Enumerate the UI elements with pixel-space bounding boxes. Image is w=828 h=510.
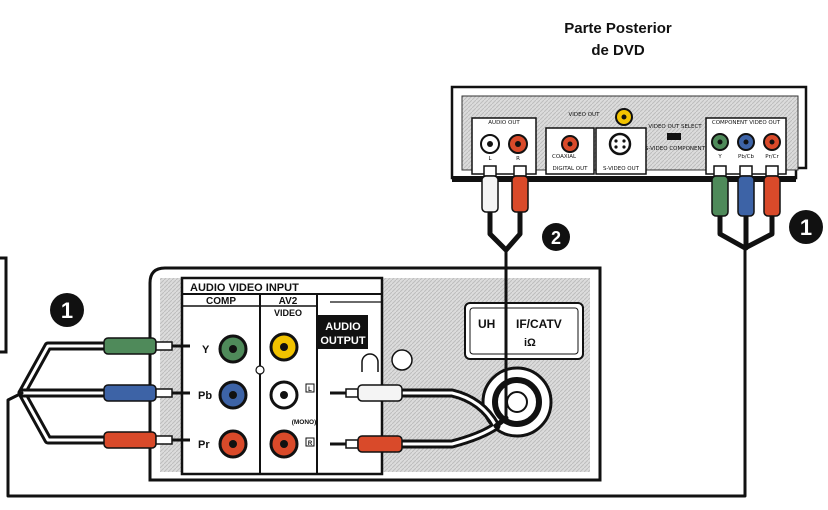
tv-component-pb-plug [103, 384, 190, 402]
tv-component-pr-jack [218, 429, 248, 459]
dvd-component-y-label: Y [717, 154, 722, 160]
tv-audio-output-jacks [330, 301, 413, 372]
dvd-video-out-label: VIDEO OUT [569, 112, 601, 118]
dvd-component-y-jack [711, 133, 729, 151]
step-marker-1-dvd-number: 1 [800, 215, 812, 240]
dvd-component-pr-plug [763, 165, 781, 217]
dvd-audio-out-label: AUDIO OUT [488, 120, 520, 126]
tv-video-label: VIDEO [274, 308, 302, 318]
dvd-component-pb-plug [737, 165, 755, 217]
dvd-title-line2: de DVD [591, 42, 645, 59]
dvd-component-pb-label: Pb/Cb [738, 154, 755, 160]
tv-mono-label: (MONO) [292, 419, 317, 426]
tv-av2-video-jack [269, 332, 299, 362]
tv-jack-r-label: R [308, 441, 313, 447]
step-marker-1-dvd: 1 [789, 210, 823, 244]
tv-component-y-label: Y [202, 344, 210, 356]
tv-component-pr-label: Pr [198, 439, 210, 451]
dvd-audio-out-r-label: R [516, 156, 520, 162]
tv-comp-label: COMP [206, 296, 236, 307]
dvd-audio-out-r-jack [508, 134, 528, 154]
dvd-video-select-switch: VIDEO OUT SELECT S-VIDEO COMPONENT [645, 124, 706, 152]
dvd-audio-out-l-jack [480, 134, 500, 154]
tv-av2-audio-l-jack [269, 380, 299, 410]
dvd-video-out-jack: VIDEO OUT [569, 108, 633, 126]
dvd-component-y-plug [711, 165, 729, 217]
tv-jack-l-label: L [308, 387, 312, 393]
tv-audio-output-box [318, 315, 368, 349]
dvd-component-video-out-group: COMPONENT VIDEO OUT Y Pb/Cb Pr/Cr [705, 117, 787, 175]
tv-component-pr-plug [103, 431, 190, 449]
tv-component-y-plug [103, 337, 190, 355]
dvd-digital-out-label: DIGITAL OUT [553, 166, 589, 172]
tv-antenna-connector [481, 366, 553, 438]
tv-component-pb-jack [218, 380, 248, 410]
dvd-audio-out-l-label: L [488, 156, 492, 162]
dvd-audio-out-group: AUDIO OUT L R [471, 117, 537, 175]
dvd-component-pb-jack [737, 133, 755, 151]
dvd-coaxial-label: COAXIAL [552, 154, 577, 160]
tv-panel-title: AUDIO VIDEO INPUT [190, 282, 299, 294]
tv-audio-output-line1: AUDIO [325, 321, 361, 333]
tv-audio-output-line2: OUTPUT [320, 335, 366, 347]
dvd-audio-r-plug [511, 165, 529, 213]
tv-av2-audio-r-jack [269, 429, 299, 459]
dvd-s-video-out-label: S-VIDEO OUT [603, 166, 640, 172]
step-marker-1-tv: 1 [50, 293, 84, 327]
tv-av2-label: AV2 [279, 296, 298, 307]
tv-component-y-jack [218, 334, 248, 364]
dvd-component-pr-label: Pr/Cr [765, 154, 779, 160]
tv-antenna-box: UH IF/CATV iΩ [464, 302, 584, 360]
tv-antenna-label-3: iΩ [524, 337, 536, 349]
dvd-audio-l-plug [481, 165, 499, 213]
tv-audio-l-plug [330, 384, 403, 402]
step-marker-2-number: 2 [551, 228, 561, 248]
audio-cable [351, 207, 523, 449]
step-marker-1-tv-number: 1 [61, 298, 73, 323]
tv-component-pb-label: Pb [198, 390, 212, 402]
dvd-component-video-out-label: COMPONENT VIDEO OUT [712, 120, 781, 126]
dvd-s-video-out-group: S-VIDEO OUT [595, 127, 647, 175]
dvd-digital-out-group: COAXIAL DIGITAL OUT [545, 127, 595, 175]
dvd-component-pr-jack [763, 133, 781, 151]
step-marker-2: 2 [542, 223, 570, 251]
tv-audio-r-plug [330, 435, 403, 453]
dvd-title-line1: Parte Posterior [564, 20, 672, 37]
dvd-switch-bottom-label: S-VIDEO COMPONENT [645, 146, 706, 152]
tv-antenna-label-2: IF/CATV [516, 317, 562, 331]
dvd-switch-top-label: VIDEO OUT SELECT [648, 124, 702, 130]
tv-antenna-label-1: UH [478, 317, 495, 331]
